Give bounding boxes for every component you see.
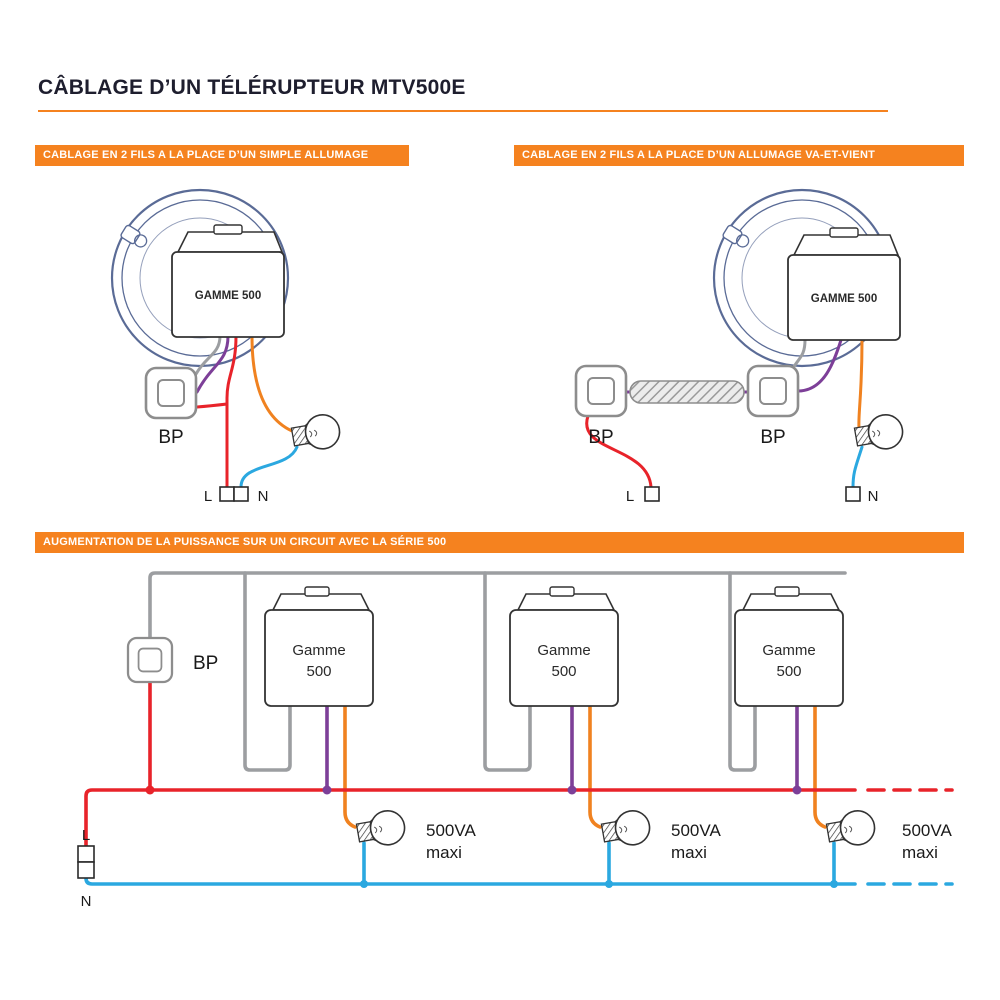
terminal-n — [77, 861, 95, 879]
push-button-2-label: BP — [760, 427, 785, 448]
push-button-1 — [574, 364, 628, 418]
wire-blue-neutral-bus — [84, 876, 857, 886]
diagram-simple-allumage: GAMME 500 BP L N — [110, 188, 344, 505]
terminal-n-label: N — [81, 893, 92, 910]
junction-dot-blue-2 — [605, 880, 613, 888]
load-3-label-line1: 500VA — [902, 821, 952, 840]
terminal-n — [845, 486, 861, 502]
wire-purple-bp2-to-module — [796, 338, 843, 393]
junction-dot-purple-3 — [792, 785, 802, 795]
gamme500-module — [787, 227, 901, 341]
terminal-l-label: L — [204, 488, 212, 505]
module-label: GAMME 500 — [195, 290, 261, 302]
wire-orange-module-to-bulb — [857, 338, 864, 430]
push-button-2 — [746, 364, 800, 418]
terminal-n-label: N — [868, 488, 879, 505]
wire-gray-control-bus — [148, 571, 847, 640]
push-button — [126, 636, 174, 684]
push-button-1-label: BP — [588, 427, 613, 448]
junction-dot-blue-1 — [360, 880, 368, 888]
wire-red-phase — [225, 334, 238, 489]
page-title: CÂBLAGE D’UN TÉLÉRUPTEUR MTV500E — [38, 76, 466, 99]
push-button-label: BP — [193, 653, 218, 674]
terminal-n — [233, 486, 249, 502]
terminal-l-label: L — [82, 827, 90, 844]
diagram-va-et-vient: GAMME 500 BP BP L N — [574, 188, 907, 505]
diagram-augmentation-puissance: BP Gamme 500 Gamme 500 Gamme 500 500VA m… — [77, 571, 954, 910]
title-underline — [38, 110, 888, 112]
wire-red-phase-to-bp1 — [585, 414, 653, 489]
load-3-label-line2: maxi — [902, 843, 938, 862]
load-1-label-line1: 500VA — [426, 821, 476, 840]
terminal-l — [77, 845, 95, 863]
module-3-label-line2: 500 — [776, 663, 801, 680]
junction-dot-blue-3 — [830, 880, 838, 888]
wire-orange-module1-to-bulb — [343, 704, 357, 829]
wire-red-branch-bp — [195, 402, 229, 409]
module-1-label-line2: 500 — [306, 663, 331, 680]
wire-red-phase-bus — [84, 788, 857, 848]
load-2-label-line2: maxi — [671, 843, 707, 862]
junction-dot-red — [145, 785, 155, 795]
cable-sleeve — [629, 380, 745, 404]
module-2-label-line1: Gamme — [537, 642, 590, 659]
wire-gray-module-to-bp2 — [791, 338, 807, 370]
wire-gray-drop-module3 — [728, 571, 757, 772]
wire-purple-module-to-bp — [195, 334, 230, 394]
wire-orange-module-to-bulb — [250, 334, 294, 433]
module-1-label-line1: Gamme — [292, 642, 345, 659]
banner-augmentation-puissance: AUGMENTATION DE LA PUISSANCE SUR UN CIRC… — [35, 532, 964, 553]
junction-dot-purple-1 — [322, 785, 332, 795]
wire-blue-bulb-to-neutral — [239, 445, 299, 489]
module-label: GAMME 500 — [811, 293, 877, 305]
wire-gray-module-to-bp — [194, 334, 222, 376]
wire-orange-module3-to-bulb — [813, 704, 827, 829]
wire-blue-bulb-to-neutral — [851, 445, 864, 489]
push-button — [144, 366, 198, 420]
banner-va-et-vient: CABLAGE EN 2 FILS A LA PLACE D’UN ALLUMA… — [514, 145, 964, 166]
terminal-l — [219, 486, 235, 502]
module-2-label-line2: 500 — [551, 663, 576, 680]
module-3-label-line1: Gamme — [762, 642, 815, 659]
terminal-l — [644, 486, 660, 502]
load-1-label-line2: maxi — [426, 843, 462, 862]
wire-gray-drop-module2 — [483, 571, 532, 772]
banner-simple-allumage: CABLAGE EN 2 FILS A LA PLACE D’UN SIMPLE… — [35, 145, 409, 166]
junction-dot-purple-2 — [567, 785, 577, 795]
push-button-label: BP — [158, 427, 183, 448]
wire-orange-module2-to-bulb — [588, 704, 602, 829]
load-2-label-line1: 500VA — [671, 821, 721, 840]
terminal-l-label: L — [626, 488, 634, 505]
terminal-n-label: N — [258, 488, 269, 505]
wire-gray-drop-module1 — [243, 571, 292, 772]
gamme500-module — [171, 224, 285, 338]
